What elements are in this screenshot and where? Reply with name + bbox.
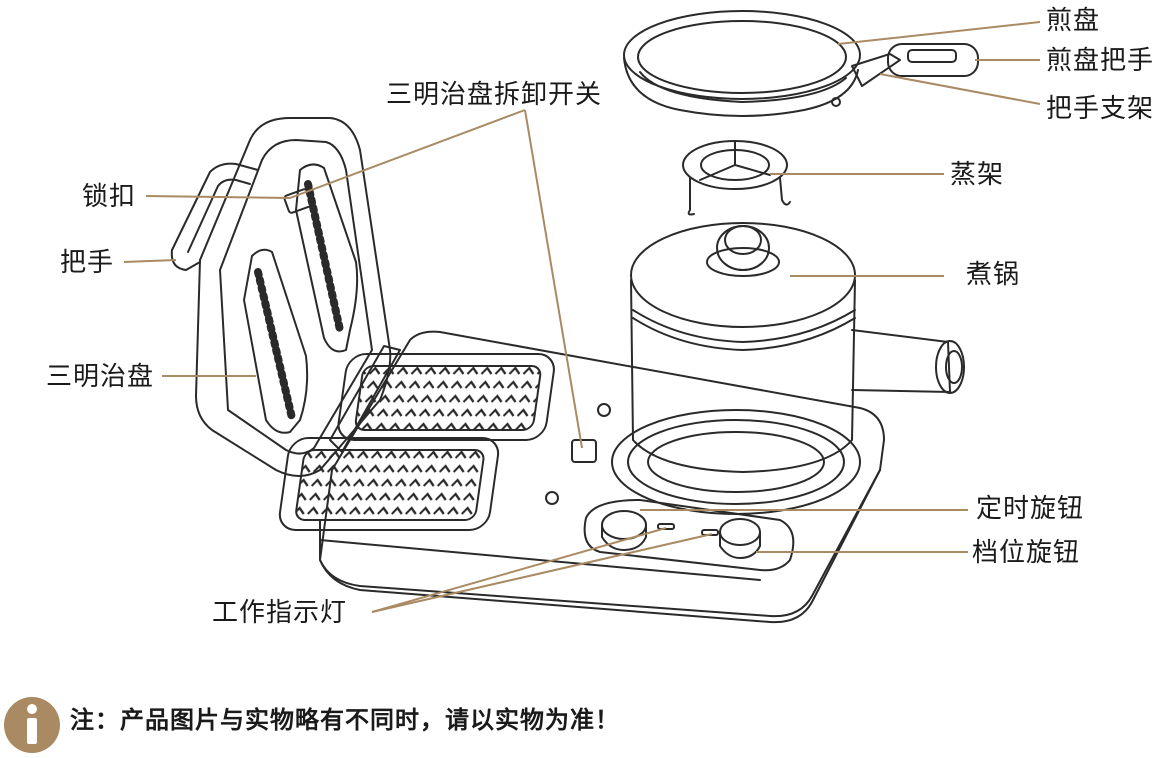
- leader-lines: [123, 21, 1041, 613]
- label-pan-handle: 煎盘把手: [1046, 46, 1155, 76]
- sandwich-lid: [170, 117, 392, 477]
- label-sandwich-plate: 三明治盘: [46, 362, 155, 392]
- label-handle: 把手: [60, 248, 115, 278]
- appliance-base: [278, 330, 885, 624]
- label-indicator-light: 工作指示灯: [212, 598, 348, 628]
- label-lock-buckle: 锁扣: [82, 182, 137, 212]
- label-gear-knob: 档位旋钮: [972, 538, 1081, 568]
- disclaimer-note: 注：产品图片与实物略有不同时，请以实物为准！: [70, 706, 620, 734]
- hinge: [329, 345, 401, 453]
- frying-pan: [623, 10, 979, 117]
- label-cooking-pot: 煮锅: [966, 260, 1021, 290]
- label-timer-knob: 定时旋钮: [976, 494, 1085, 524]
- steam-rack: [682, 140, 791, 216]
- label-sandwich-release-switch: 三明治盘拆卸开关: [386, 80, 603, 110]
- info-icon: [4, 697, 60, 753]
- label-handle-bracket: 把手支架: [1046, 94, 1155, 124]
- cooking-pot: [630, 222, 965, 473]
- label-frying-pan: 煎盘: [1046, 6, 1101, 36]
- label-steam-rack: 蒸架: [950, 160, 1005, 190]
